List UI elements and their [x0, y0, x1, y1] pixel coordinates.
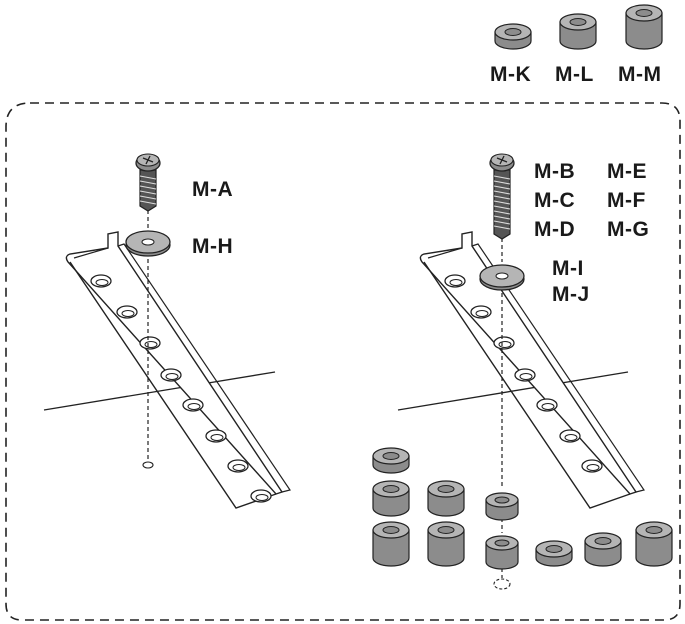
label-m-f: M-F	[607, 189, 646, 212]
spacer-set-icon	[372, 447, 465, 567]
dashed-enclosure	[5, 102, 681, 621]
label-m-k: M-K	[490, 63, 532, 86]
spacer-m-l-icon	[559, 13, 597, 50]
spacer-m-k-icon	[494, 23, 532, 50]
spacer-row-right-icon	[535, 521, 673, 567]
label-m-a: M-A	[192, 178, 234, 201]
label-m-e: M-E	[607, 160, 647, 183]
spacer-axis-medium-icon	[485, 535, 519, 570]
screw-m-a-icon	[135, 153, 161, 212]
label-m-d: M-D	[534, 218, 576, 241]
label-m-l: M-L	[555, 63, 594, 86]
label-m-i: M-I	[552, 257, 584, 280]
left-rail	[65, 231, 284, 495]
washer-m-i-icon	[479, 264, 525, 291]
label-m-b: M-B	[534, 160, 576, 183]
left-assembly	[43, 153, 291, 509]
label-m-h: M-H	[192, 235, 234, 258]
label-m-g: M-G	[607, 218, 650, 241]
right-rail	[419, 231, 638, 495]
label-m-j: M-J	[552, 283, 590, 306]
label-m-c: M-C	[534, 189, 576, 212]
label-m-m: M-M	[618, 63, 662, 86]
washer-m-h-icon	[125, 230, 171, 257]
spacer-axis-small-icon	[485, 492, 519, 521]
spacer-m-m-icon	[625, 4, 663, 50]
screw-m-b-icon	[489, 153, 515, 240]
right-assembly	[372, 153, 673, 590]
